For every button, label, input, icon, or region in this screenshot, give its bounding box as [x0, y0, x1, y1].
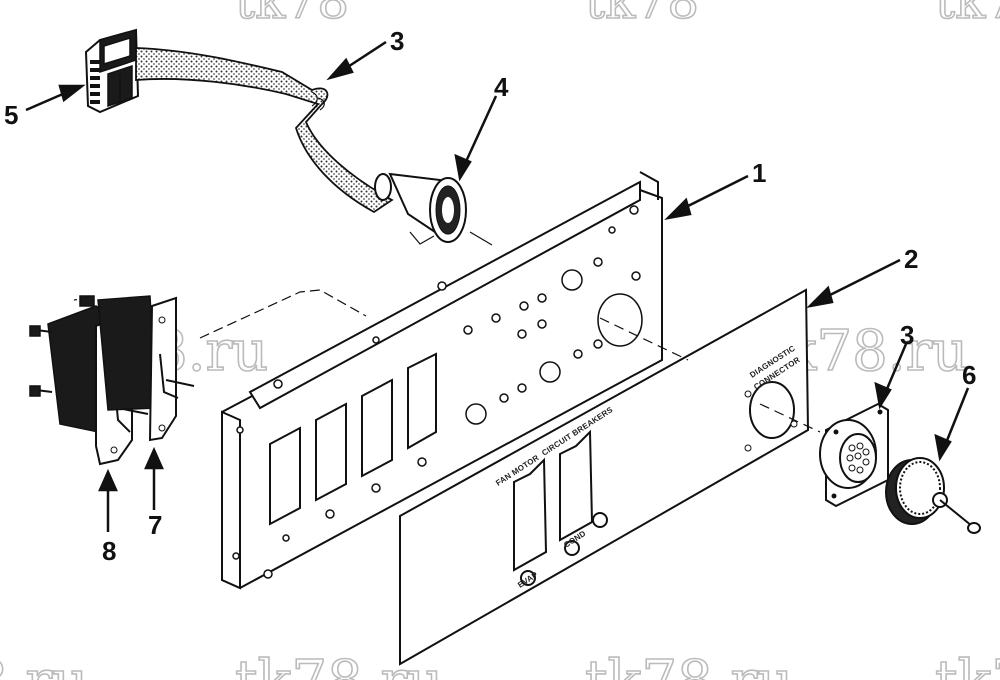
watermark-bottom-4: tk78.ru: [935, 649, 1000, 680]
part-1-mounting-bracket: [221, 171, 663, 590]
part-3-wiring-harness: [135, 47, 394, 214]
callout-2: 2: [904, 244, 918, 274]
callout-6: 6: [962, 360, 976, 390]
callout-3-receptacle: 3: [900, 320, 914, 350]
watermark-top-2: tk78: [585, 0, 699, 30]
callout-3-harness: 3: [390, 26, 404, 56]
watermark-bottom-1: tk78.ru: [0, 649, 88, 680]
bracket-cutouts: [269, 352, 437, 526]
callout-8: 8: [102, 536, 116, 566]
callout-1: 1: [752, 158, 766, 188]
alignment-line-right: [759, 403, 821, 433]
leader-arrows: [25, 40, 970, 532]
callout-4: 4: [494, 72, 509, 102]
leader-dashed-small: [73, 297, 89, 301]
alignment-line-center: [599, 317, 689, 361]
part-3-receptacle: [819, 402, 889, 508]
part-4-circular-connector: [374, 172, 493, 246]
part-6-cap-and-screw: [885, 457, 981, 534]
bracket-holes: [232, 205, 643, 579]
watermark-bottom-3: tk78.ru: [585, 649, 793, 680]
part-7-circuit-breaker: [79, 295, 195, 442]
watermark-top-1: tk78: [235, 0, 349, 30]
callout-numbers: 1 2 3 4 5 6 7 8 3: [4, 26, 976, 566]
callout-7: 7: [148, 510, 162, 540]
callout-5: 5: [4, 100, 18, 130]
leader-dashed-breakers: [199, 289, 367, 339]
part-5-connector-plug: [84, 28, 140, 114]
watermark-top-3: tk78: [935, 0, 1000, 30]
part-2-face-plate: DIAGNOSTIC CONNECTOR FAN MOTOR CIRCUIT B…: [399, 288, 810, 666]
